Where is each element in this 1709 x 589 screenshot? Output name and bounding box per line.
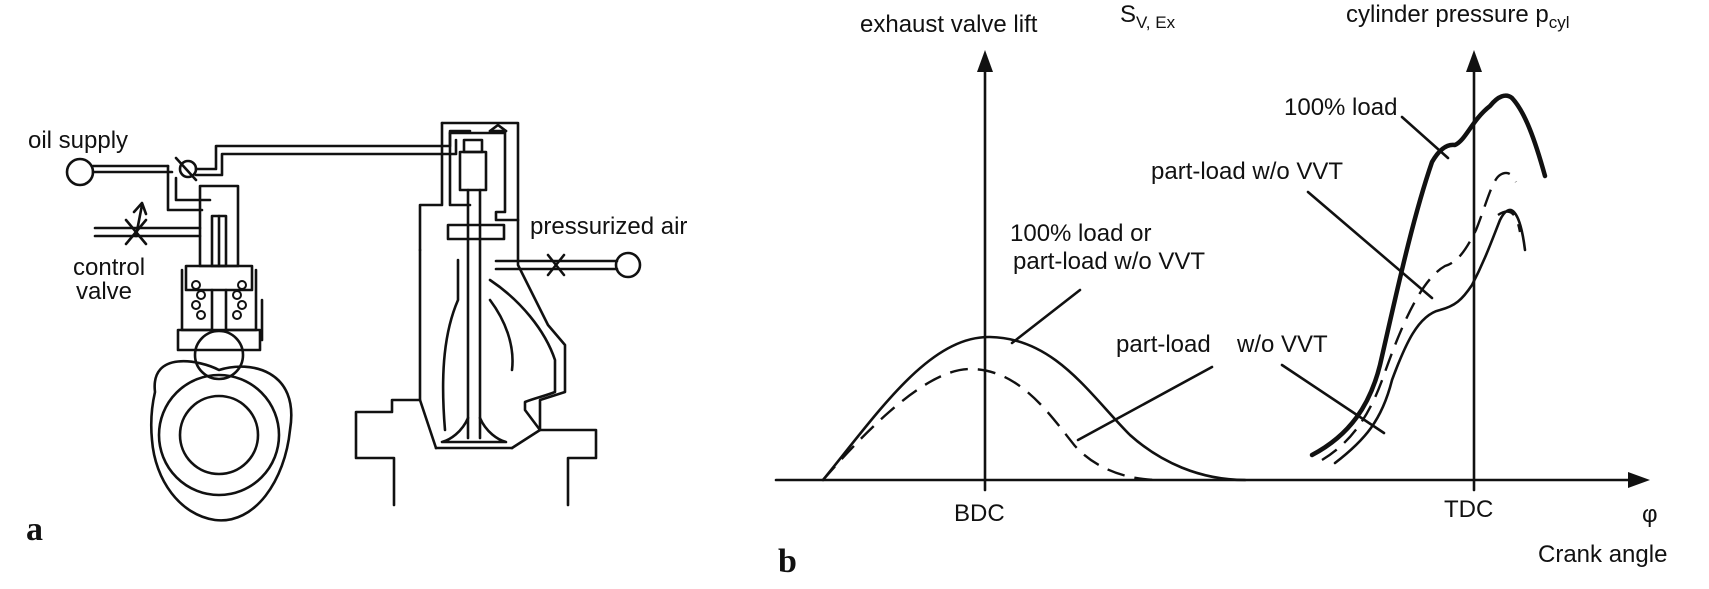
leader-partload-right xyxy=(1280,363,1386,435)
full-load-pressure-label: 100% load xyxy=(1284,94,1397,121)
cylinder-head-left xyxy=(354,248,422,507)
lift-full-label-line2: part-load w/o VVT xyxy=(1013,248,1205,275)
air-port xyxy=(614,251,642,279)
leader-full-load-pressure xyxy=(1400,115,1450,160)
control-valve-label-line2: valve xyxy=(76,278,132,305)
leader-partload-pressure xyxy=(1306,190,1434,300)
exhaust-valve-lift-label: exhaust valve lift xyxy=(860,11,1038,38)
oil-supply-label: oil supply xyxy=(28,127,128,154)
feed-pipe-left xyxy=(166,164,204,212)
oil-main-line-lower xyxy=(194,138,458,177)
cam-roller xyxy=(193,329,245,381)
air-spring-piston xyxy=(446,223,506,241)
pump-block xyxy=(184,264,254,292)
panel-b-diagram xyxy=(774,50,1650,492)
bdc-label: BDC xyxy=(954,500,1005,527)
pressure-axis-arrow xyxy=(1466,50,1482,72)
exhaust-port xyxy=(488,278,557,432)
valve-lift-axis-arrow xyxy=(977,50,993,72)
partload-left-label: part-load xyxy=(1116,331,1211,358)
cam xyxy=(149,359,293,522)
actuator-vent xyxy=(488,123,508,133)
valve-lift-part-load-curve xyxy=(822,367,1161,482)
actuator-piston xyxy=(458,150,488,192)
check-valve-mark xyxy=(174,156,198,182)
pump-spring xyxy=(191,280,247,320)
pressure-full-load-curve xyxy=(1309,93,1548,458)
cam-shaft xyxy=(178,394,260,476)
phi-label: φ xyxy=(1642,501,1658,528)
feed-pipe-left-inner xyxy=(174,176,212,202)
valve-housing-outer xyxy=(440,121,520,222)
control-valve-label-line1: control xyxy=(73,254,145,281)
s-v-ex-label: SV, Ex xyxy=(1120,1,1176,32)
pump-tappet xyxy=(176,328,262,352)
crank-angle-label: Crank angle xyxy=(1538,541,1667,568)
valve-lift-full-load-curve xyxy=(821,335,1247,482)
cylinder-head-right xyxy=(516,218,598,507)
partload-right-label: w/o VVT xyxy=(1236,331,1328,358)
cam-base-circle xyxy=(157,373,281,497)
pressure-part-load-curve xyxy=(1333,208,1527,465)
tdc-label: TDC xyxy=(1444,496,1493,523)
air-throttle-2 xyxy=(546,253,566,277)
pressure-part-load-dashed-tail xyxy=(1497,210,1522,233)
oil-supply-port xyxy=(65,157,95,187)
leader-lift-full xyxy=(1010,288,1082,345)
adjust-arrow xyxy=(134,203,144,238)
cylinder-pressure-label: cylinder pressure pcyl xyxy=(1346,1,1570,32)
pressure-part-load-dashed-curve xyxy=(1321,171,1518,462)
pressurized-air-label: pressurized air xyxy=(530,213,687,240)
panel-a-label: a xyxy=(26,511,43,548)
panel-b-label: b xyxy=(778,543,797,580)
partload-pressure-label: part-load w/o VVT xyxy=(1151,158,1343,185)
oil-main-line xyxy=(194,129,472,171)
lift-full-label-line1: 100% load or xyxy=(1010,220,1151,247)
adjust-arrow-head xyxy=(132,201,148,216)
crank-angle-axis-arrow xyxy=(1628,472,1650,488)
leader-partload-left xyxy=(1076,365,1214,442)
valve-head xyxy=(440,416,508,444)
panel-a-schematic xyxy=(65,121,642,522)
